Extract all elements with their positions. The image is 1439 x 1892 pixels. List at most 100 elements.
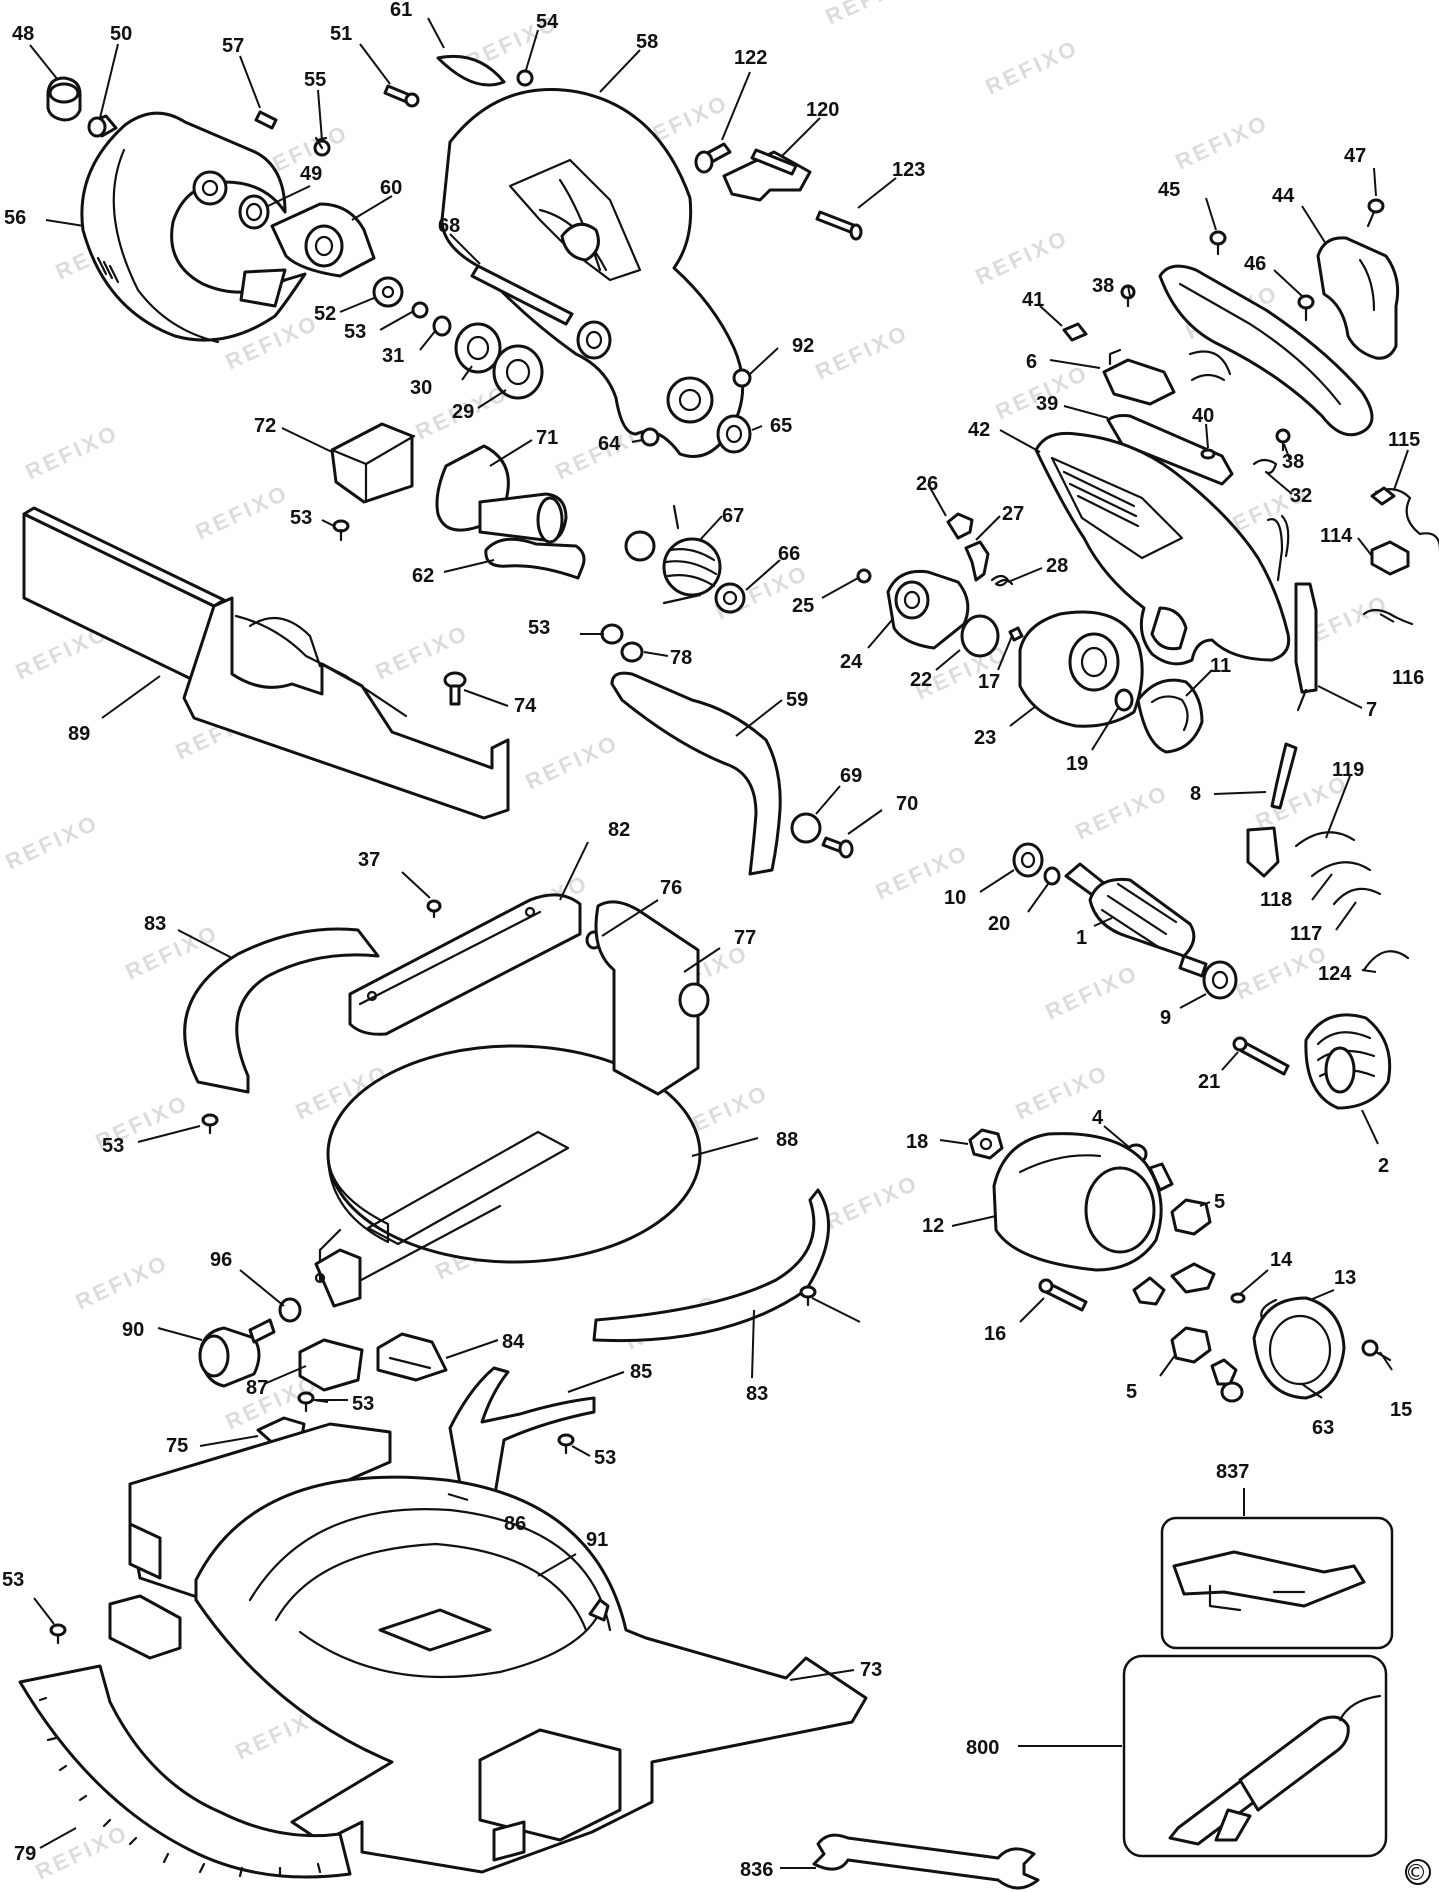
callout-50: 50 bbox=[110, 23, 132, 45]
callout-46: 46 bbox=[1244, 253, 1266, 275]
callout-96: 96 bbox=[210, 1249, 232, 1271]
part-57-pin bbox=[254, 110, 278, 130]
watermark: REFIXO bbox=[1042, 960, 1143, 1025]
callout-16: 16 bbox=[984, 1323, 1006, 1345]
callout-837: 837 bbox=[1216, 1461, 1249, 1483]
callout-10: 10 bbox=[944, 887, 966, 909]
callout-69: 69 bbox=[840, 765, 862, 787]
callout-5: 5 bbox=[1214, 1191, 1225, 1213]
part-69-bush bbox=[790, 812, 822, 844]
part-31-nut bbox=[432, 315, 452, 337]
callout-38: 38 bbox=[1092, 275, 1114, 297]
watermark: REFIXO bbox=[192, 480, 293, 545]
callout-11: 11 bbox=[1210, 655, 1231, 677]
callout-63: 63 bbox=[1312, 1417, 1334, 1439]
part-48-knob bbox=[46, 76, 82, 122]
callout-57: 57 bbox=[222, 35, 244, 57]
callout-53: 53 bbox=[528, 617, 550, 639]
part-2-field bbox=[1304, 1013, 1392, 1110]
callout-53: 53 bbox=[102, 1135, 124, 1157]
part-27-spring-clip bbox=[964, 540, 990, 582]
copyright-mark: © bbox=[1405, 1859, 1431, 1886]
callout-91: 91 bbox=[586, 1529, 608, 1551]
watermark: REFIXO bbox=[72, 1250, 173, 1315]
callout-74: 74 bbox=[514, 695, 537, 717]
watermark: REFIXO bbox=[22, 420, 123, 485]
callout-89: 89 bbox=[68, 723, 90, 745]
callout-60: 60 bbox=[380, 177, 402, 199]
part-5-brush-holder bbox=[1170, 1198, 1212, 1236]
parts-layer bbox=[18, 54, 1439, 1890]
part-51-screw bbox=[383, 84, 420, 108]
part-84-pad bbox=[376, 1332, 448, 1382]
part-42-handle-housing bbox=[1034, 431, 1291, 666]
part-837-kit-box bbox=[1160, 1516, 1394, 1650]
part-26-brush bbox=[946, 512, 974, 540]
part-836-wrench bbox=[812, 1833, 1040, 1890]
callout-71: 71 bbox=[536, 427, 558, 449]
watermark: REFIXO bbox=[32, 1820, 133, 1885]
callout-47: 47 bbox=[1344, 145, 1366, 167]
callout-124: 124 bbox=[1318, 963, 1352, 985]
part-53-screw bbox=[557, 1433, 575, 1455]
callout-41: 41 bbox=[1022, 289, 1044, 311]
callout-68: 68 bbox=[438, 215, 460, 237]
part-60-guard-link bbox=[270, 202, 376, 278]
copyright-symbol: © bbox=[1405, 1861, 1427, 1886]
callout-13: 13 bbox=[1334, 1267, 1356, 1289]
part-20-washer bbox=[1043, 866, 1061, 886]
callout-1: 1 bbox=[1076, 927, 1087, 949]
callout-28: 28 bbox=[1046, 555, 1068, 577]
part-30-flange bbox=[454, 322, 502, 374]
part-800-tool-box bbox=[1122, 1654, 1388, 1858]
watermark: REFIXO bbox=[822, 0, 923, 30]
callout-45: 45 bbox=[1158, 179, 1180, 201]
callout-836: 836 bbox=[740, 1859, 773, 1881]
part-120-lock bbox=[722, 148, 812, 202]
callout-53: 53 bbox=[344, 321, 366, 343]
callout-123: 123 bbox=[892, 159, 925, 181]
part-12-motor-body bbox=[992, 1132, 1163, 1272]
part-53-screw bbox=[332, 519, 350, 542]
watermark: REFIXO bbox=[1172, 110, 1273, 175]
callout-90: 90 bbox=[122, 1319, 144, 1341]
callout-800: 800 bbox=[966, 1737, 999, 1759]
callout-31: 31 bbox=[382, 345, 404, 367]
callout-62: 62 bbox=[412, 565, 434, 587]
callout-12: 12 bbox=[922, 1215, 944, 1237]
part-85-lever bbox=[448, 1366, 596, 1510]
part-116-wire bbox=[1362, 608, 1414, 626]
part-123-screw bbox=[815, 210, 863, 241]
part-18-nut bbox=[968, 1128, 1004, 1160]
part-47-screw bbox=[1366, 198, 1385, 228]
part-22-o-ring bbox=[960, 614, 1000, 658]
part-53-screw bbox=[600, 623, 624, 645]
callout-114: 114 bbox=[1320, 525, 1353, 547]
callout-119: 119 bbox=[1332, 759, 1364, 781]
callout-40: 40 bbox=[1192, 405, 1214, 427]
callout-115: 115 bbox=[1388, 429, 1420, 451]
part-83-arc-guard-right bbox=[592, 1188, 830, 1343]
callout-30: 30 bbox=[410, 377, 432, 399]
callout-65: 65 bbox=[770, 415, 792, 437]
callout-27: 27 bbox=[1002, 503, 1024, 525]
part-11-baffle bbox=[1136, 678, 1204, 754]
callout-53: 53 bbox=[2, 1569, 24, 1591]
callout-9: 9 bbox=[1160, 1007, 1171, 1029]
part-73-base bbox=[108, 1422, 868, 1874]
callout-5: 5 bbox=[1126, 1381, 1137, 1403]
callout-75: 75 bbox=[166, 1435, 188, 1457]
part-122-wing-screw bbox=[694, 142, 732, 174]
callout-25: 25 bbox=[792, 595, 814, 617]
callout-42: 42 bbox=[968, 419, 990, 441]
callout-51: 51 bbox=[330, 23, 352, 45]
part-23-motor-housing bbox=[1018, 610, 1144, 728]
callout-56: 56 bbox=[4, 207, 26, 229]
part-70-screw bbox=[821, 836, 854, 859]
part-114-connector bbox=[1370, 540, 1410, 576]
part-54-screw bbox=[516, 69, 534, 87]
callout-18: 18 bbox=[906, 1131, 928, 1153]
part-9-bearing bbox=[1202, 960, 1238, 1000]
callout-53: 53 bbox=[290, 507, 312, 529]
